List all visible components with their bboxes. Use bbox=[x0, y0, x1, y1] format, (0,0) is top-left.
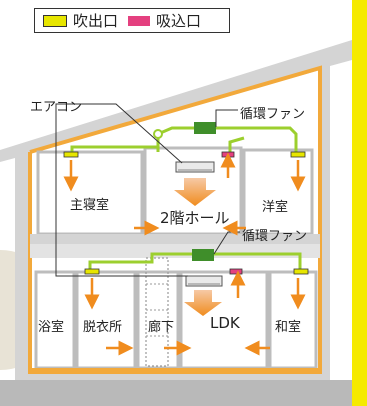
room-japanese: 和室 bbox=[275, 320, 302, 335]
outlet-markers bbox=[63, 151, 309, 275]
airflow-arrows bbox=[63, 152, 306, 356]
aircon-leader-lines bbox=[55, 103, 188, 277]
aircon-label: エアコン bbox=[30, 100, 83, 115]
air-conditioner-lower bbox=[185, 275, 223, 287]
room-ldk: LDK bbox=[210, 314, 240, 332]
ground bbox=[0, 380, 352, 406]
inlet-swatch bbox=[128, 15, 151, 26]
duct-junction bbox=[153, 129, 163, 139]
room-dressing: 脱衣所 bbox=[83, 320, 123, 335]
room-hall-2f: 2階ホール bbox=[160, 209, 230, 227]
legend-inlet-label: 吸込口 bbox=[156, 12, 202, 30]
room-corridor: 廊下 bbox=[148, 320, 175, 335]
hall-big-arrow bbox=[174, 178, 216, 206]
legend: 吹出口 吸込口 bbox=[34, 8, 230, 33]
circulation-fan-lower bbox=[192, 249, 214, 261]
room-master-bedroom: 主寝室 bbox=[70, 198, 110, 213]
room-western: 洋室 bbox=[262, 200, 289, 215]
circulation-fan-upper bbox=[194, 122, 216, 134]
room-bathroom: 浴室 bbox=[38, 320, 65, 335]
air-conditioner-upper bbox=[175, 161, 215, 173]
fan-label-upper: 循環ファン bbox=[240, 107, 306, 122]
outlet-swatch bbox=[43, 14, 67, 27]
legend-outlet-label: 吹出口 bbox=[73, 12, 119, 30]
ldk-big-arrow bbox=[184, 290, 222, 316]
fan-label-lower: 循環ファン bbox=[242, 229, 308, 244]
accent-strip bbox=[352, 0, 367, 406]
